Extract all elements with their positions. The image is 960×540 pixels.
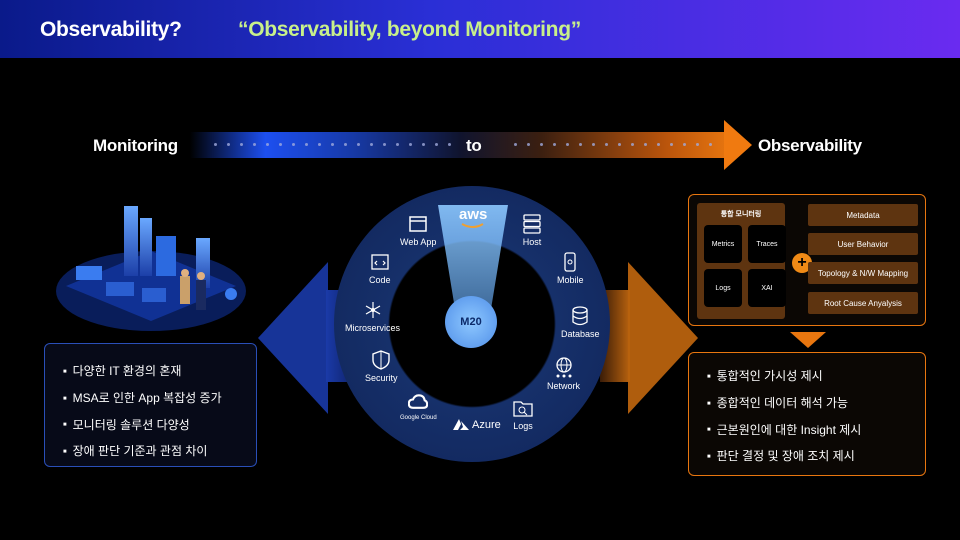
group-title: 통합 모니터링	[720, 211, 762, 218]
aws-smile-icon	[461, 223, 484, 228]
node-host-label: Host	[522, 237, 542, 247]
node-security: Security	[365, 350, 398, 383]
slide-header: Observability? “Observability, beyond Mo…	[0, 0, 960, 58]
node-code-label: Code	[369, 275, 391, 285]
globe-network-icon	[554, 357, 574, 378]
flow-label-monitoring: Monitoring	[93, 136, 178, 155]
google-cloud-icon	[408, 392, 429, 412]
tag-topology: Topology & N/W Mapping	[808, 262, 918, 284]
integrated-monitoring-group: 통합 모니터링 Metrics Traces Logs XAI	[697, 203, 786, 319]
node-web-app-label: Web App	[400, 237, 437, 247]
flow-dots-right	[514, 143, 712, 147]
benefit-item: 근본원인에 대한 Insight 제시	[707, 417, 925, 444]
flow-label-to: to	[466, 136, 482, 155]
flow-arrow-head	[724, 120, 752, 170]
problem-item: MSA로 인한 App 복잡성 증가	[63, 385, 256, 412]
flow-label-observability: Observability	[758, 136, 862, 155]
problem-item: 장애 판단 기준과 관점 차이	[63, 438, 256, 465]
right-large-arrow	[628, 262, 698, 414]
node-security-label: Security	[365, 373, 398, 383]
down-arrow-icon	[790, 332, 826, 348]
core-circle: M20	[445, 296, 497, 348]
cell-xai: XAI	[748, 269, 786, 307]
cell-traces: Traces	[748, 225, 786, 263]
tag-root-cause: Root Cause Anyalysis	[808, 292, 918, 314]
problem-item: 다양한 IT 환경의 혼재	[63, 358, 256, 385]
node-database-label: Database	[561, 329, 600, 339]
node-network: Network	[547, 357, 581, 391]
database-icon	[570, 306, 590, 326]
left-large-arrow	[258, 262, 328, 414]
node-mobile-label: Mobile	[557, 275, 584, 285]
shield-icon	[371, 350, 391, 370]
code-window-icon	[370, 252, 390, 272]
log-search-icon	[513, 398, 533, 418]
problem-item: 모니터링 솔루션 다양성	[63, 412, 256, 439]
tag-metadata: Metadata	[808, 204, 918, 226]
node-host: Host	[522, 214, 542, 247]
node-google-cloud: Google Cloud	[400, 392, 437, 421]
problems-box: 다양한 IT 환경의 혼재 MSA로 인한 App 복잡성 증가 모니터링 솔루…	[44, 343, 257, 467]
node-network-label: Network	[547, 381, 581, 391]
integrated-monitoring-panel: 통합 모니터링 Metrics Traces Logs XAI + Metada…	[688, 194, 926, 326]
core-label: M20	[460, 316, 482, 328]
benefits-box: 통합적인 가시성 제시 종합적인 데이터 해석 가능 근본원인에 대한 Insi…	[688, 352, 926, 476]
node-web-app: Web App	[400, 214, 436, 247]
benefit-item: 통합적인 가시성 제시	[707, 363, 925, 390]
aws-logo-text: aws	[459, 206, 488, 223]
aws-logo: aws	[459, 206, 487, 229]
node-mobile: Mobile	[557, 252, 584, 285]
benefit-item: 판단 결정 및 장애 조치 제시	[707, 443, 925, 470]
node-logs-label: Logs	[513, 421, 533, 431]
flow-dots-left	[214, 143, 451, 147]
slide-subtitle: “Observability, beyond Monitoring”	[238, 18, 581, 41]
plus-icon: +	[792, 253, 812, 273]
node-code: Code	[369, 252, 391, 285]
server-stack-icon	[522, 214, 542, 234]
node-azure-label: Azure	[472, 418, 501, 431]
node-microservices-label: Microservices	[345, 323, 401, 333]
node-microservices: Microservices	[345, 300, 400, 333]
tag-user-behavior: User Behavior	[808, 233, 918, 255]
microservices-icon	[363, 300, 383, 320]
benefit-item: 종합적인 데이터 해석 가능	[707, 390, 925, 417]
isometric-datacenter-illustration	[56, 206, 246, 331]
azure-icon	[453, 419, 469, 430]
node-logs: Logs	[513, 398, 533, 431]
node-database: Database	[561, 306, 600, 339]
mobile-phone-icon	[560, 252, 580, 272]
browser-window-icon	[408, 214, 428, 234]
slide-title: Observability?	[40, 18, 182, 41]
cell-metrics: Metrics	[704, 225, 742, 263]
node-google-cloud-label: Google Cloud	[400, 415, 437, 421]
node-azure: Azure	[452, 418, 501, 431]
cell-logs: Logs	[704, 269, 742, 307]
